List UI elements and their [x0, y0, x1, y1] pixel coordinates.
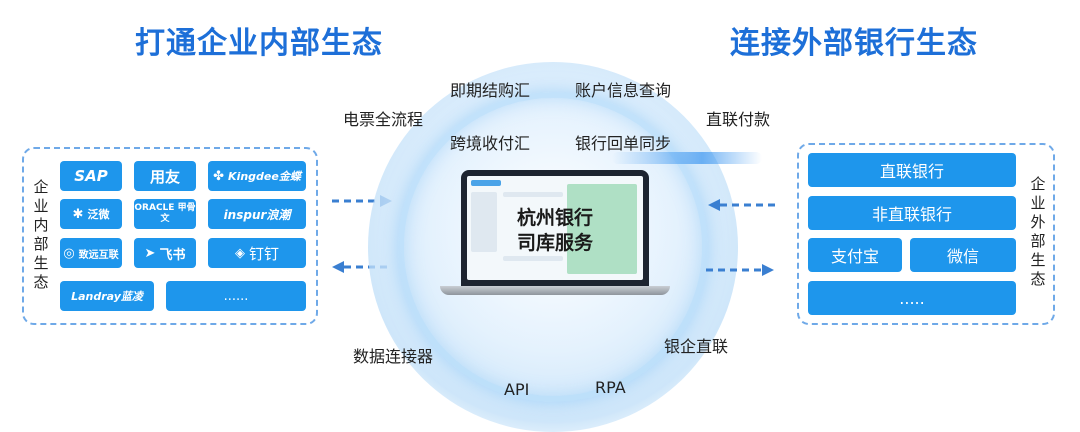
laptop-title: 杭州银行 司库服务 — [516, 207, 593, 254]
label-forward-fx: 即期结购汇 — [450, 81, 531, 100]
kingdee-icon: ✤ — [213, 168, 225, 184]
feishu-icon: ➤ — [144, 245, 156, 261]
globe-ring — [398, 92, 708, 402]
feishu-tile: ➤ 飞书 — [134, 238, 196, 268]
alipay-tile: 支付宝 — [808, 238, 902, 272]
external-ecosystem-label: 企 业 外 部 生 态 — [1030, 175, 1046, 288]
laptop-screen: 杭州银行 司库服务 — [461, 170, 649, 286]
yonyou-tile: 用友 — [134, 161, 196, 191]
more-external-tile: ..... — [808, 281, 1016, 315]
seeyon-tile: ◎ 致远互联 — [60, 238, 122, 268]
label-bank-enterprise: 银企直联 — [664, 337, 729, 356]
dingtalk-tile: ◈ 钉钉 — [208, 238, 306, 268]
label-receipt-sync: 银行回单同步 — [575, 134, 672, 153]
label-cross-border: 跨境收付汇 — [450, 134, 531, 153]
weaver-icon: ✱ — [72, 206, 84, 222]
sap-tile: SAP — [60, 161, 122, 191]
arrow-left-icon — [708, 199, 776, 211]
direct-bank-tile: 直联银行 — [808, 153, 1016, 187]
inspur-tile: inspur浪潮 — [208, 199, 306, 229]
label-data-connector: 数据连接器 — [353, 347, 434, 366]
internal-ecosystem-panel — [22, 147, 318, 325]
weaver-tile: ✱ 泛微 — [60, 199, 122, 229]
non-direct-bank-tile: 非直联银行 — [808, 196, 1016, 230]
seeyon-icon: ◎ — [63, 245, 75, 261]
label-rpa: RPA — [595, 378, 626, 397]
kingdee-tile: ✤ Kingdee金蝶 — [208, 161, 306, 191]
external-ecosystem-panel — [797, 143, 1055, 325]
more-internal-tile: ...... — [166, 281, 306, 311]
arrow-right-icon — [706, 264, 774, 276]
dingtalk-icon: ◈ — [234, 245, 245, 261]
label-e-bill: 电票全流程 — [343, 110, 424, 129]
label-account-query: 账户信息查询 — [575, 81, 672, 100]
internal-ecosystem-label: 企 业 内 部 生 态 — [33, 178, 49, 291]
oracle-tile: ORACLE 甲骨文 — [134, 199, 196, 229]
left-section-title: 打通企业内部生态 — [135, 26, 383, 61]
light-beam — [612, 152, 762, 164]
right-section-title: 连接外部银行生态 — [730, 26, 978, 61]
label-direct-payment: 直联付款 — [706, 110, 771, 129]
landray-tile: Landray蓝凌 — [60, 281, 154, 311]
label-api: API — [504, 380, 530, 399]
laptop-base — [440, 286, 670, 295]
wechat-tile: 微信 — [910, 238, 1016, 272]
